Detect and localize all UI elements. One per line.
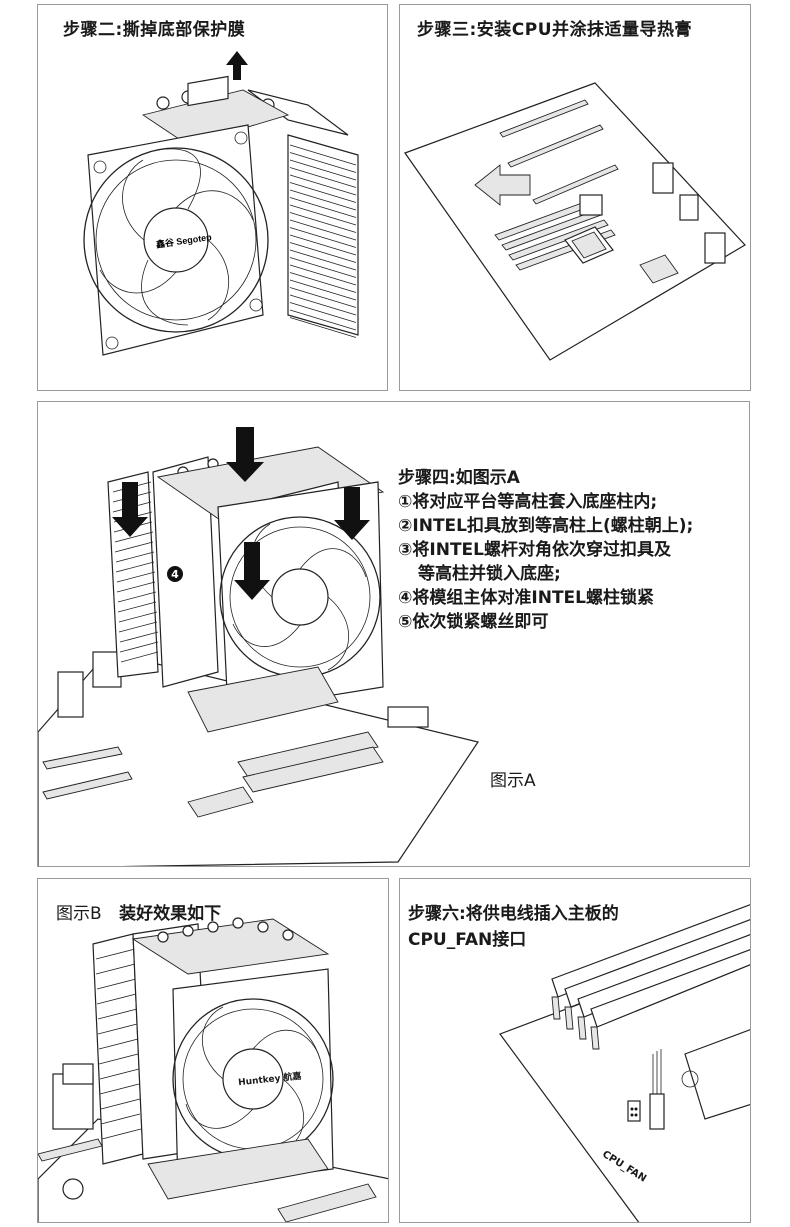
figure-b-panel: 图示B 装好效果如下 Huntkey 航嘉 (37, 878, 389, 1223)
step4-item-3-cont: 等高柱并锁入底座; (418, 564, 561, 584)
step6-title: 步骤六:将供电线插入主板的 CPU_FAN接口 (408, 901, 619, 953)
figure-b-title: 装好效果如下 (119, 904, 222, 924)
step4-item-5: ⑤依次锁紧螺丝即可 (398, 612, 549, 632)
step4-item-2: ②INTEL扣具放到等高柱上(螺柱朝上); (398, 516, 694, 536)
cooler-install-illustration: 4 (38, 427, 479, 866)
step4-item-3: ③将INTEL螺杆对角依次穿过扣具及 (398, 540, 671, 560)
motherboard-illustration (404, 82, 746, 361)
step2-panel: 步骤二:撕掉底部保护膜 (37, 4, 388, 391)
down-arrows (112, 427, 370, 600)
figure-a-label: 图示A (490, 771, 536, 791)
down-arrow-icon (234, 542, 270, 600)
installed-cooler-illustration (38, 917, 388, 1222)
step4-item-1: ①将对应平台等高柱套入底座柱内; (398, 492, 658, 512)
cooler-bottom-illustration: 鑫谷 Segotep (83, 51, 359, 356)
left-heatsink (107, 456, 219, 688)
down-arrow-icon (334, 487, 370, 540)
figure-b-heading: 图示B 装好效果如下 (56, 899, 221, 924)
up-arrow-icon (226, 51, 248, 80)
heatpipe-tops (141, 75, 290, 146)
motherboard-base (38, 651, 479, 866)
step4-instructions: 步骤四:如图示A ①将对应平台等高柱套入底座柱内; ②INTEL扣具放到等高柱上… (398, 466, 693, 634)
step6-panel: 步骤六:将供电线插入主板的 CPU_FAN接口 CPU_FAN (399, 878, 751, 1223)
step3-panel: 步骤三:安装CPU并涂抹适量导热膏 (399, 4, 751, 391)
step4-panel: 4 步骤四:如图示A ①将对应平台等高柱套入底座柱内; ②INTEL扣具放到等高… (37, 401, 750, 867)
step2-title: 步骤二:撕掉底部保护膜 (63, 20, 246, 40)
step-marker-number: 4 (171, 568, 179, 581)
front-fan (83, 124, 269, 356)
figure-b-label: 图示B (56, 904, 102, 924)
step-marker-badge (167, 566, 183, 582)
down-arrow-icon (226, 427, 264, 482)
cpu-fan-header-illustration (499, 904, 750, 1222)
step6-title-line1: 步骤六:将供电线插入主板的 (408, 904, 619, 924)
down-arrow-icon (112, 482, 148, 537)
step4-title: 步骤四:如图示A (398, 468, 520, 488)
step4-item-4: ④将模组主体对准INTEL螺柱锁紧 (398, 588, 654, 608)
step6-title-line2: CPU_FAN接口 (408, 930, 527, 950)
step3-title: 步骤三:安装CPU并涂抹适量导热膏 (417, 20, 693, 40)
